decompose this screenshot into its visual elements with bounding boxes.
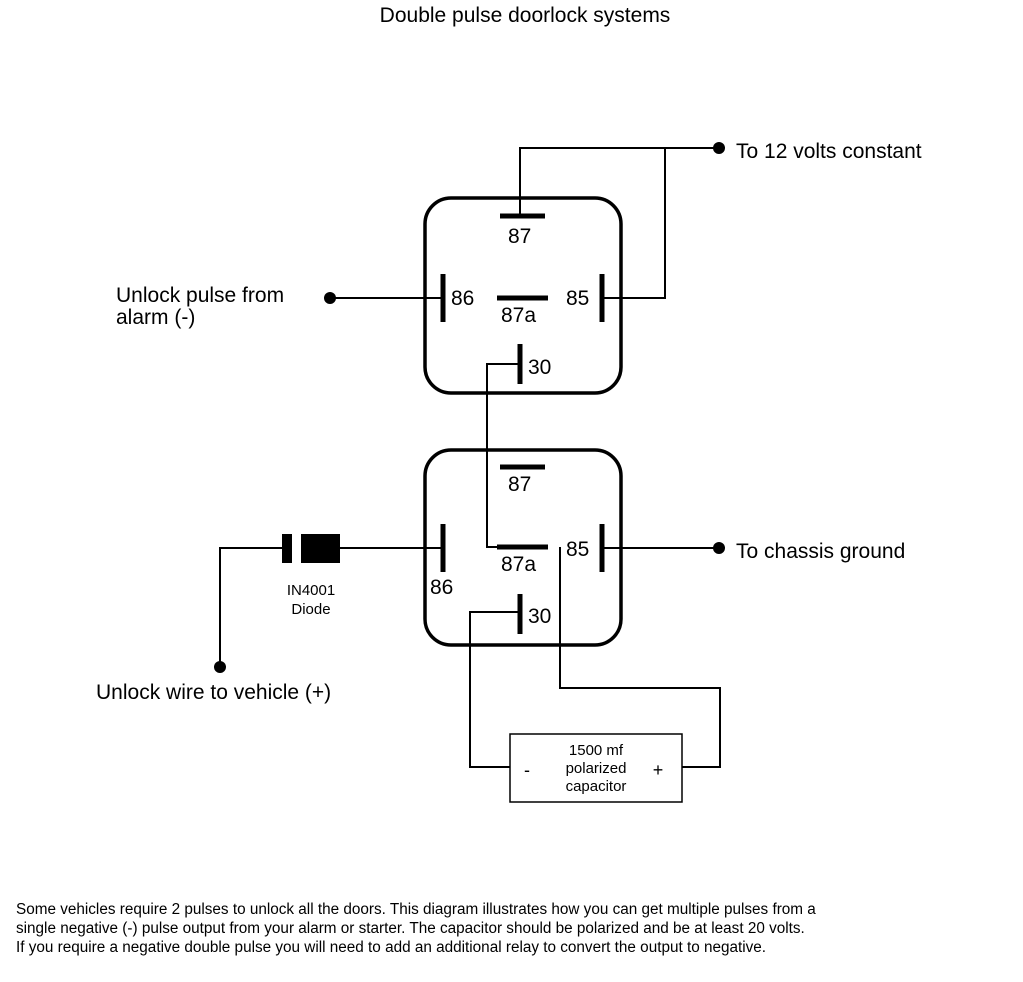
label-unlock-pulse-line2: alarm (-)	[116, 306, 195, 329]
wire-12v-to-85	[604, 148, 666, 299]
relay-bottom-label-87: 87	[508, 473, 531, 496]
explanation-note: Some vehicles require 2 pulses to unlock…	[16, 901, 816, 956]
relay-bottom: 87 86 87a 85 30	[423, 448, 623, 647]
terminal-12v-dot	[713, 142, 725, 154]
diode-body	[282, 534, 340, 563]
relay-top-body	[423, 196, 623, 395]
label-unlock-pulse-line1: Unlock pulse from	[116, 284, 284, 307]
relay-top: 87 86 87a 85 30	[423, 196, 623, 395]
capacitor-plus-sign: +	[653, 760, 664, 780]
capacitor-label-line3: capacitor	[566, 778, 627, 795]
relay-bottom-label-86: 86	[430, 576, 453, 599]
wires	[219, 147, 721, 768]
wire-87a-to-cap-pos	[559, 547, 721, 768]
wire-diode-to-86	[219, 547, 443, 667]
capacitor-body	[509, 733, 683, 803]
capacitor-minus-sign: -	[524, 760, 530, 780]
diode-label-line2: Diode	[291, 601, 330, 618]
relay-top-label-30: 30	[528, 356, 551, 379]
capacitor: 1500 mf polarized capacitor - +	[509, 733, 683, 803]
label-chassis-ground: To chassis ground	[736, 540, 905, 563]
diode: IN4001 Diode	[282, 534, 340, 618]
diode-label-line1: IN4001	[287, 582, 335, 599]
wire-30-to-cap-neg	[469, 611, 520, 768]
terminal-unlock-wire-dot	[214, 661, 226, 673]
terminal-chassis-dot	[713, 542, 725, 554]
wire-top30-to-bottom87a	[486, 363, 520, 548]
relay-top-label-86: 86	[451, 287, 474, 310]
capacitor-label-line2: polarized	[566, 760, 627, 777]
relay-bottom-label-30: 30	[528, 605, 551, 628]
relay-top-label-85: 85	[566, 287, 589, 310]
relay-top-label-87a: 87a	[501, 304, 536, 327]
wire-12v-to-87	[519, 147, 719, 216]
relay-top-label-87: 87	[508, 225, 531, 248]
relay-bottom-label-87a: 87a	[501, 553, 536, 576]
relay-bottom-label-85: 85	[566, 538, 589, 561]
label-12-volts-constant: To 12 volts constant	[736, 140, 922, 163]
diode-band	[292, 534, 301, 563]
diagram-title: Double pulse doorlock systems	[380, 4, 671, 27]
label-unlock-wire: Unlock wire to vehicle (+)	[96, 681, 331, 704]
terminal-unlock-pulse-dot	[324, 292, 336, 304]
capacitor-label-line1: 1500 mf	[569, 742, 624, 759]
